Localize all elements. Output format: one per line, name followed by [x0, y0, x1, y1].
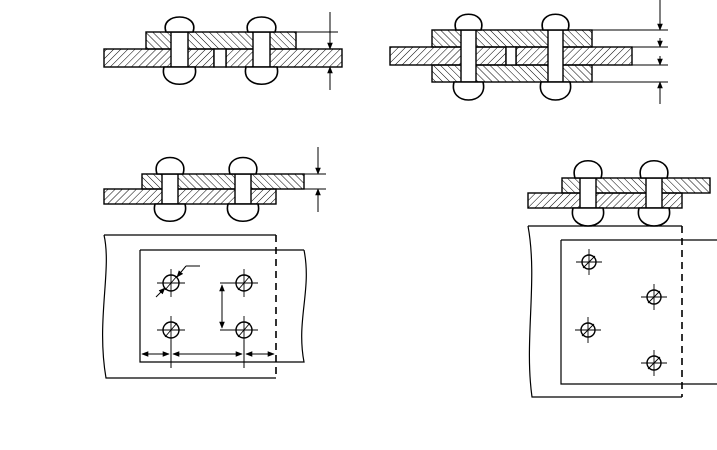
- thickness-dimensions: [592, 0, 668, 104]
- thickness-dimension: [296, 12, 338, 90]
- rivet: [452, 13, 485, 101]
- rivet-hole: [230, 269, 258, 297]
- lower-plate-outline: [527, 225, 682, 398]
- cover-strap: [145, 31, 297, 50]
- lower-plate-outline: [102, 234, 276, 379]
- upper-plate-outline: [139, 249, 307, 363]
- right-plate: [225, 48, 343, 68]
- lap-joint-staggered-plan-view: [527, 225, 717, 398]
- rivet-hole: [641, 350, 667, 376]
- rivet-hole: [576, 249, 602, 275]
- lap-joint-staggered-section-view: [527, 159, 711, 227]
- rivet: [153, 156, 187, 223]
- lap-joint-chain-plan-view: [102, 234, 307, 379]
- joint-gap: [213, 48, 227, 68]
- rivet: [226, 156, 260, 223]
- rivet-hole: [575, 317, 601, 343]
- lower-plate: [103, 188, 277, 205]
- rivet: [539, 13, 572, 101]
- rivet: [244, 16, 279, 86]
- rivet: [162, 16, 197, 86]
- left-plate: [389, 46, 507, 66]
- rivet: [637, 159, 671, 227]
- lower-strap: [431, 64, 593, 83]
- rivet-hole: [641, 284, 667, 310]
- upper-strap: [431, 29, 593, 48]
- pitch-dimensions: [141, 340, 275, 368]
- upper-plate-outline: [560, 239, 717, 385]
- rivet-hole: [157, 269, 185, 297]
- butt-joint-double-strap-view: [389, 0, 668, 104]
- butt-joint-single-strap-view: [103, 12, 343, 90]
- hole-diameter-leader: [155, 265, 200, 298]
- joint-gap: [505, 46, 517, 66]
- right-plate: [515, 46, 633, 66]
- left-plate: [103, 48, 215, 68]
- lap-joint-chain-section-view: [103, 147, 326, 223]
- rivet-hole: [157, 316, 185, 344]
- rivet: [571, 159, 605, 227]
- thickness-dimension: [304, 147, 326, 212]
- lower-plate: [527, 192, 683, 209]
- row-spacing-dimension: [219, 282, 238, 331]
